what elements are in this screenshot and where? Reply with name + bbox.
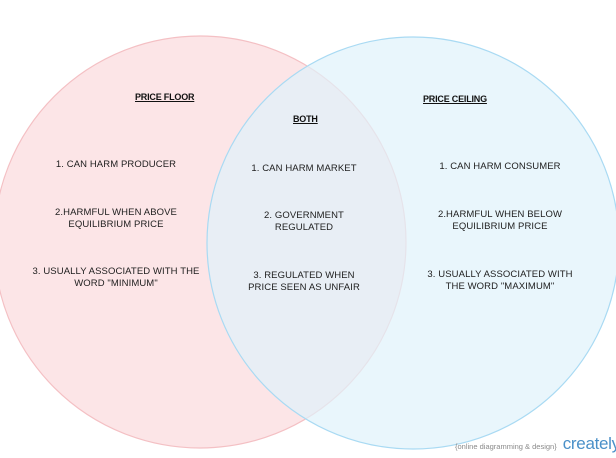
item-line: 2.HARMFUL WHEN ABOVE (54, 207, 177, 218)
item-line: 3. USUALLY ASSOCIATED WITH THE (32, 266, 200, 277)
price-ceiling-item-3: 3. USUALLY ASSOCIATED WITH THE WORD "MAX… (412, 269, 588, 293)
item-line: THE WORD "MAXIMUM" (445, 281, 555, 292)
price-ceiling-heading: PRICE CEILING (423, 94, 487, 104)
watermark-tagline: {online diagramming & design} (455, 442, 557, 451)
price-ceiling-circle (206, 36, 616, 450)
item-line: REGULATED (274, 222, 334, 233)
item-line: 3. REGULATED WHEN (253, 270, 355, 281)
item-line: PRICE SEEN AS UNFAIR (248, 282, 360, 293)
item-line: WORD "MINIMUM" (74, 278, 158, 289)
creately-watermark: {online diagramming & design} creately (455, 434, 616, 454)
price-floor-item-2: 2.HARMFUL WHEN ABOVE EQUILIBRIUM PRICE (36, 207, 196, 231)
item-line: EQUILIBRIUM PRICE (68, 219, 164, 230)
price-floor-heading: PRICE FLOOR (135, 92, 195, 102)
item-line: 3. USUALLY ASSOCIATED WITH (427, 269, 573, 280)
item-line: 2.HARMFUL WHEN BELOW (437, 209, 563, 220)
both-item-3: 3. REGULATED WHEN PRICE SEEN AS UNFAIR (229, 270, 379, 294)
both-item-1: 1. CAN HARM MARKET (229, 163, 379, 175)
item-line: 1. CAN HARM MARKET (251, 163, 357, 174)
price-ceiling-item-2: 2.HARMFUL WHEN BELOW EQUILIBRIUM PRICE (420, 209, 580, 233)
price-ceiling-item-1: 1. CAN HARM CONSUMER (420, 161, 580, 173)
item-line: EQUILIBRIUM PRICE (452, 221, 548, 232)
both-item-2: 2. GOVERNMENT REGULATED (229, 210, 379, 234)
price-floor-item-1: 1. CAN HARM PRODUCER (36, 159, 196, 171)
price-floor-item-3: 3. USUALLY ASSOCIATED WITH THE WORD "MIN… (21, 266, 211, 290)
item-line: 1. CAN HARM CONSUMER (439, 161, 561, 172)
item-line: 1. CAN HARM PRODUCER (55, 159, 177, 170)
item-line: 2. GOVERNMENT (264, 210, 344, 221)
both-heading: BOTH (293, 114, 318, 124)
creately-logo: creately (562, 434, 616, 453)
